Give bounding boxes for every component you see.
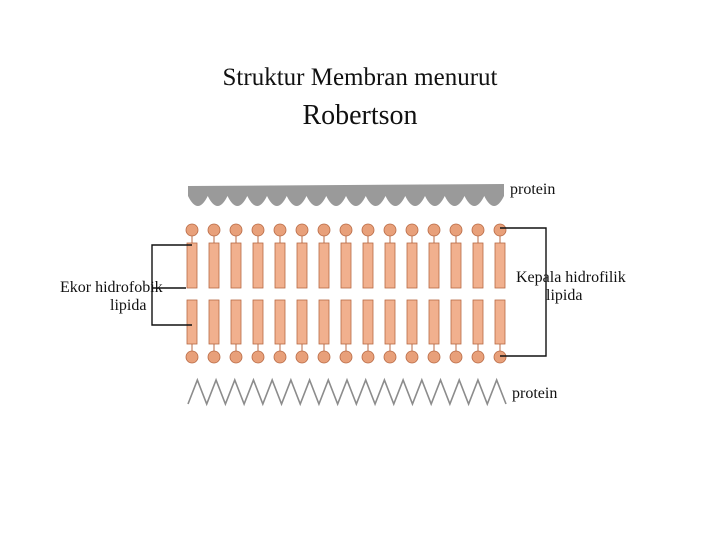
lipid-head-upper bbox=[185, 223, 199, 237]
lipid-tail-upper bbox=[494, 242, 506, 289]
lipid-tail-lower bbox=[340, 299, 352, 345]
lipid-tail-lower bbox=[494, 299, 506, 345]
lipid-tail-upper bbox=[252, 242, 264, 289]
lipid-head-upper bbox=[449, 223, 463, 237]
lipid-bilayer bbox=[185, 223, 507, 364]
hydrophobic-tail-label-line-2: lipida bbox=[110, 297, 146, 314]
protein-bottom-label: protein bbox=[512, 385, 557, 402]
protein-top-label: protein bbox=[510, 181, 555, 198]
lipid-tail-upper bbox=[230, 242, 242, 289]
lipid-tail-lower bbox=[450, 299, 462, 345]
lipid-head-lower bbox=[361, 350, 375, 364]
lipid-tail-lower bbox=[274, 299, 286, 345]
right-bracket bbox=[500, 227, 547, 357]
hydrophilic-head-label: Kepala hidrofilik bbox=[516, 269, 626, 286]
diagram-title-line-2: Robertson bbox=[302, 100, 418, 131]
lipid-head-lower bbox=[207, 350, 221, 364]
lipid-head-lower bbox=[405, 350, 419, 364]
lipid-head-upper bbox=[273, 223, 287, 237]
lipid-head-upper bbox=[383, 223, 397, 237]
lipid-tail-lower bbox=[252, 299, 264, 345]
lipid-head-upper bbox=[339, 223, 353, 237]
lipid-head-lower bbox=[471, 350, 485, 364]
lipid-tail-upper bbox=[428, 242, 440, 289]
lipid-tail-upper bbox=[472, 242, 484, 289]
protein-top-layer bbox=[188, 184, 504, 206]
lipid-head-lower bbox=[339, 350, 353, 364]
lipid-head-upper bbox=[295, 223, 309, 237]
lipid-tail-upper bbox=[186, 242, 198, 289]
lipid-tail-upper bbox=[406, 242, 418, 289]
lipid-head-lower bbox=[251, 350, 265, 364]
protein-bottom-layer bbox=[187, 377, 507, 407]
lipid-tail-lower bbox=[230, 299, 242, 345]
lipid-tail-lower bbox=[428, 299, 440, 345]
lipid-tail-upper bbox=[274, 242, 286, 289]
lipid-head-upper bbox=[361, 223, 375, 237]
lipid-tail-lower bbox=[296, 299, 308, 345]
lipid-head-upper bbox=[405, 223, 419, 237]
lipid-tail-upper bbox=[296, 242, 308, 289]
lipid-head-lower bbox=[317, 350, 331, 364]
lipid-head-lower bbox=[229, 350, 243, 364]
left-bracket bbox=[151, 244, 192, 326]
lipid-head-lower bbox=[185, 350, 199, 364]
lipid-tail-upper bbox=[450, 242, 462, 289]
lipid-head-upper bbox=[493, 223, 507, 237]
lipid-tail-upper bbox=[208, 242, 220, 289]
lipid-head-upper bbox=[229, 223, 243, 237]
lipid-tail-lower bbox=[208, 299, 220, 345]
diagram-title-line-1: Struktur Membran menurut bbox=[222, 64, 498, 91]
hydrophobic-tail-label: Ekor hidrofobik bbox=[60, 279, 163, 296]
lipid-head-lower bbox=[273, 350, 287, 364]
lipid-head-upper bbox=[471, 223, 485, 237]
lipid-head-upper bbox=[207, 223, 221, 237]
lipid-tail-lower bbox=[318, 299, 330, 345]
lipid-head-lower bbox=[383, 350, 397, 364]
lipid-tail-lower bbox=[362, 299, 374, 345]
lipid-tail-upper bbox=[318, 242, 330, 289]
lipid-tail-lower bbox=[384, 299, 396, 345]
lipid-tail-upper bbox=[340, 242, 352, 289]
lipid-head-upper bbox=[317, 223, 331, 237]
lipid-head-lower bbox=[449, 350, 463, 364]
lipid-tail-lower bbox=[186, 299, 198, 345]
lipid-head-lower bbox=[427, 350, 441, 364]
lipid-tail-lower bbox=[406, 299, 418, 345]
lipid-head-lower bbox=[493, 350, 507, 364]
hydrophilic-head-label-line-2: lipida bbox=[546, 287, 582, 304]
lipid-head-upper bbox=[427, 223, 441, 237]
lipid-tail-upper bbox=[384, 242, 396, 289]
lipid-tail-upper bbox=[362, 242, 374, 289]
lipid-head-lower bbox=[295, 350, 309, 364]
lipid-head-upper bbox=[251, 223, 265, 237]
lipid-tail-lower bbox=[472, 299, 484, 345]
